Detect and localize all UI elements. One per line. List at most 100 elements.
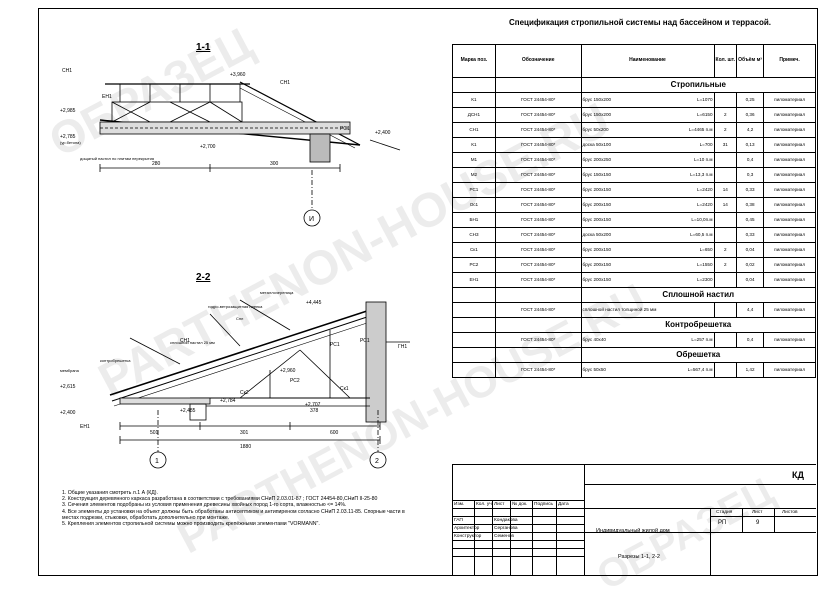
spec-qty: 2 (713, 122, 738, 138)
spec-name: брус 150х200 (582, 112, 612, 118)
spec-name-cell: брус 50х200 L=4465 п.м (580, 122, 715, 138)
dim-2-4: 378 (310, 408, 319, 414)
label-2-8: РС1 (360, 338, 370, 344)
spec-note: пиломатериал (763, 212, 816, 228)
spec-name-cell: брус 200х250 L=10 п.м (580, 152, 715, 168)
dim-2-2: 301 (240, 430, 249, 436)
spec-name: брус 150х200 (582, 97, 612, 103)
spec-length: L=4465 п.м (688, 127, 713, 133)
spec-name-cell: брус 40х40 L=257 п.м (580, 332, 715, 348)
spec-qty: 14 (713, 182, 738, 198)
tb-sheet-h: Лист (752, 510, 763, 515)
spec-vol: 0,25 (736, 92, 765, 108)
spec-note: пиломатериал (763, 332, 816, 348)
section-title-1-1: 1-1 (196, 42, 211, 53)
note-2-5: мембрана (60, 368, 80, 373)
tb-stage-h: Стадия (716, 510, 733, 515)
spec-vol: 0,04 (736, 242, 765, 258)
tb-sheets-h: Листов (782, 510, 798, 515)
spec-mark: Ос1 (452, 197, 496, 213)
spec-group-row: Обрешетка (452, 347, 816, 363)
spec-note: пиломатериал (763, 272, 816, 288)
spec-mark (452, 332, 496, 348)
spec-length: L=6150 (697, 112, 713, 118)
spec-mark (452, 302, 496, 318)
spec-length: L=257 п.м (691, 337, 713, 343)
spec-mark: ЕН1 (452, 272, 496, 288)
spec-doc: ГОСТ 24454-80* (494, 257, 582, 273)
spec-name: брус 200х150 (582, 202, 612, 208)
axis-label-1: 1 (155, 458, 159, 465)
spec-group-title: Стропильные (580, 77, 816, 93)
spec-length: L=1070 (697, 97, 713, 103)
elev-2-7: +2,784 (220, 398, 236, 404)
spec-doc: ГОСТ 24454-80* (494, 242, 582, 258)
spec-header-cell: Кол. шт. (713, 44, 738, 78)
tb-name-2: Серганова (494, 526, 518, 531)
elev-1-3: +2,785 (60, 134, 76, 140)
spec-name-cell: брус 150х200 L=6150 (580, 107, 715, 123)
tb-role-2: Архитектор (454, 526, 480, 531)
spec-note: пиломатериал (763, 302, 816, 318)
tb-h-list: Лист (494, 502, 505, 507)
spec-length: L=2420 (697, 187, 713, 193)
spec-note: пиломатериал (763, 242, 816, 258)
elev-1-2: +2,985 (60, 108, 76, 114)
tb-sheet-title: Разрезы 1-1, 2-2 (618, 554, 660, 560)
elev-2-5: +2,485 (180, 408, 196, 414)
elev-2-3: +2,707 (305, 402, 321, 408)
spec-name: брус 50х50 (582, 367, 606, 373)
spec-name-cell: брус 150х150 L=13,3 п.м (580, 167, 715, 183)
note-item: 1. Общие указания смотреть л.1 А (КД). (62, 490, 158, 496)
note-item: 2. Конструкция деревянного каркаса разра… (62, 496, 378, 503)
elev-1-1: +3,960 (230, 72, 246, 78)
spec-mark: М2 (452, 167, 496, 183)
dim-1-2: 300 (270, 161, 279, 167)
spec-name-cell: брус 150х200 L=1070 (580, 92, 715, 108)
spec-vol: 0,4 (736, 332, 765, 348)
spec-name: доска 50х100 (582, 142, 612, 148)
spec-note: пиломатериал (763, 197, 816, 213)
spec-doc: ГОСТ 24454-80* (494, 227, 582, 243)
section-title-2-2: 2-2 (196, 272, 211, 283)
spec-group-row: Контробрешетка (452, 317, 816, 333)
spec-note: пиломатериал (763, 182, 816, 198)
slab-note: дощатый настил по плитам перекрытия (80, 156, 154, 161)
sheet-frame (38, 8, 818, 576)
spec-mark: Ск1 (452, 242, 496, 258)
spec-vol: 0,04 (736, 272, 765, 288)
spec-name-cell: сплошной настил толщиной 25 мм (580, 302, 715, 318)
spec-name-cell: доска 50х100 L=700 (580, 137, 715, 153)
tb-h-izm: Изм. (454, 502, 465, 507)
elev-2-2: +2,960 (280, 368, 296, 374)
tb-sheet: 9 (756, 520, 760, 526)
tb-h-kol: Кол. уч (476, 502, 492, 507)
spec-name: брус 150х150 (582, 172, 612, 178)
note-2-2: сплошной настил 25 мм (170, 340, 215, 345)
spec-name: брус 200х150 (582, 277, 612, 283)
spec-note: пиломатериал (763, 107, 816, 123)
note-2-6: контробрешетка (100, 358, 131, 363)
elev-2-4: +2,615 (60, 384, 76, 390)
dim-1-1: 280 (152, 161, 161, 167)
section-2-2-drawing: 1 2 +4,445 +2,960 +2,707 +2,615 +2,485 +… (60, 290, 410, 469)
label-2-6: Ск1 (340, 386, 349, 392)
spec-group-title: Обрешетка (580, 347, 816, 363)
spec-mark: К1 (452, 137, 496, 153)
spec-qty: 31 (713, 137, 738, 153)
spec-qty: 2 (713, 257, 738, 273)
spec-note: пиломатериал (763, 122, 816, 138)
spec-group-row: Стропильные (452, 77, 816, 93)
spec-length: L=2420 (697, 202, 713, 208)
spec-length: L=650 (699, 247, 713, 253)
tb-name-1: Кондакова (494, 518, 518, 523)
elev-1-sub: (ур.бетона) (60, 140, 81, 145)
label-2-3: РС1 (330, 342, 340, 348)
spec-mark: СН1 (452, 122, 496, 138)
